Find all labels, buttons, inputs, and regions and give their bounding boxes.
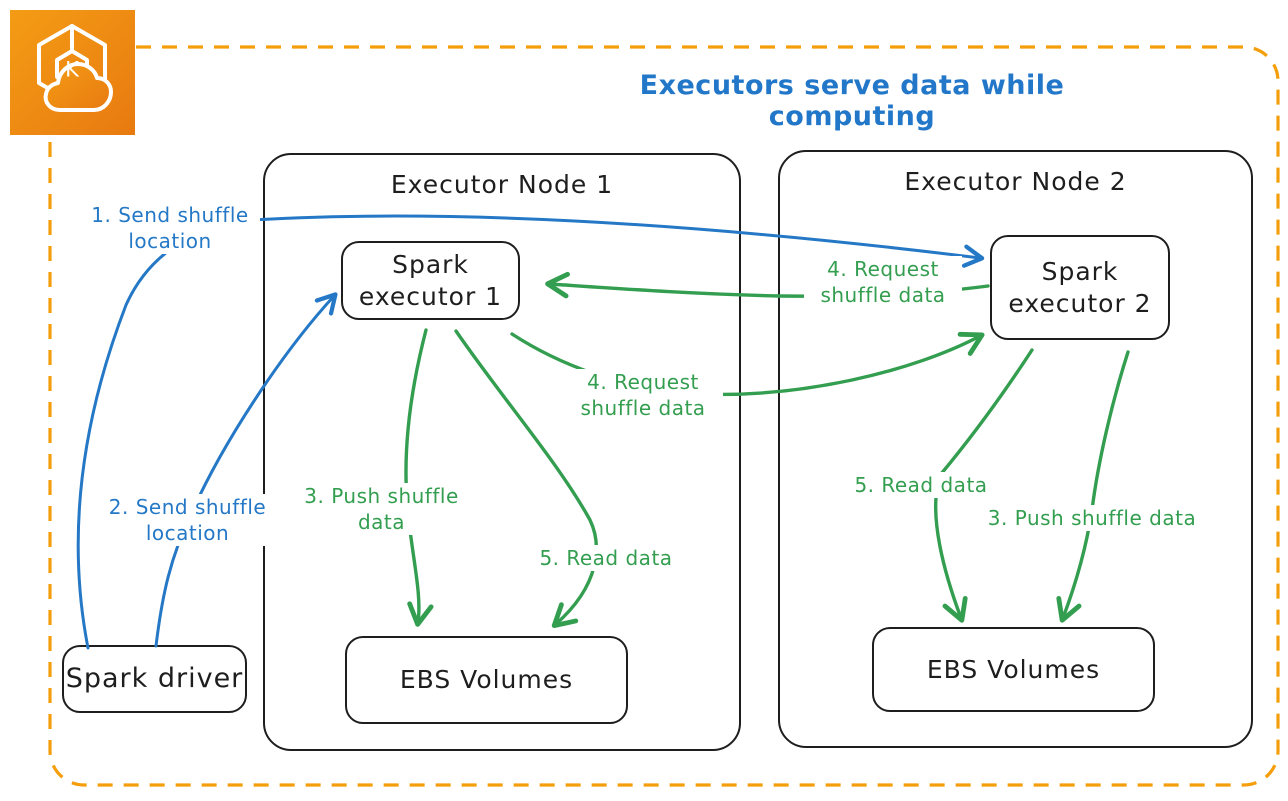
spark-driver-label: Spark driver <box>65 662 244 694</box>
k-letter: K <box>65 58 80 82</box>
ebs-volumes-1-box: EBS Volumes <box>345 636 628 724</box>
spark-executor-1-label: Spark executor 1 <box>358 249 503 311</box>
amazon-eks-icon: K <box>10 10 135 135</box>
executor-node-1-title: Executor Node 1 <box>390 170 614 199</box>
label-request-shuffle-data-bottom: 4. Request shuffle data <box>563 369 723 421</box>
spark-executor-2-label: Spark executor 2 <box>1008 256 1152 318</box>
ebs-volumes-2-label: EBS Volumes <box>926 654 1101 684</box>
label-read-data-2: 5. Read data <box>850 472 992 498</box>
label-push-shuffle-data-2: 3. Push shuffle data <box>986 505 1198 531</box>
diagram-title: Executors serve data while computing <box>639 70 1065 132</box>
label-read-data-1: 5. Read data <box>536 545 676 571</box>
spark-driver-box: Spark driver <box>62 645 247 713</box>
ebs-volumes-1-label: EBS Volumes <box>399 665 574 694</box>
executor-node-2-title: Executor Node 2 <box>904 167 1127 196</box>
spark-executor-2-box: Spark executor 2 <box>990 235 1170 340</box>
ebs-volumes-2-box: EBS Volumes <box>872 627 1155 712</box>
label-send-shuffle-location-1: 1. Send shuffle location <box>80 202 260 254</box>
label-send-shuffle-location-2: 2. Send shuffle location <box>95 494 280 546</box>
label-push-shuffle-data-1: 3. Push shuffle data <box>278 483 485 535</box>
spark-executor-1-box: Spark executor 1 <box>341 241 520 320</box>
label-request-shuffle-data-top: 4. Request shuffle data <box>804 256 962 308</box>
